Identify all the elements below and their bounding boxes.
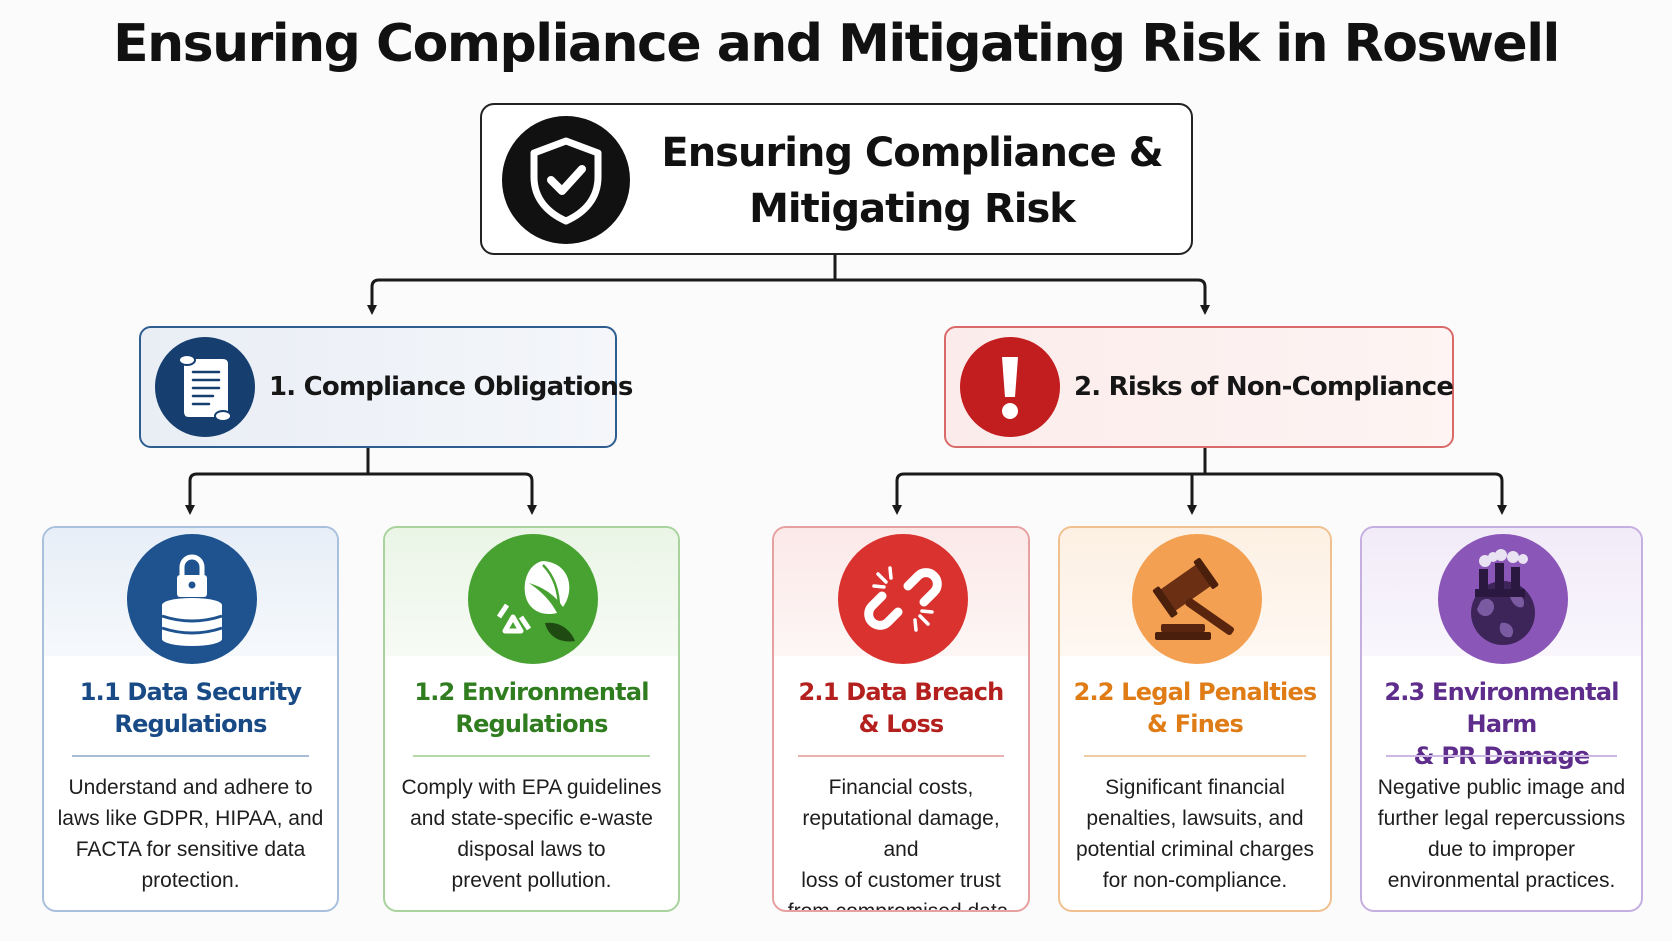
card-title: 2.1 Data Breach & Loss	[798, 678, 1005, 738]
category-label: 2. Risks of Non-Compliance	[1074, 372, 1454, 402]
category-risks-of-non-compliance: 2. Risks of Non-Compliance	[944, 326, 1454, 448]
root-node: Ensuring Compliance & Mitigating Risk	[480, 103, 1193, 255]
card-title: 1.1 Data Security Regulations	[79, 678, 302, 738]
card-environmental-regulations: 1.2 Environmental Regulations Comply wit…	[383, 526, 680, 912]
card-divider	[798, 755, 1004, 757]
category-label: 1. Compliance Obligations	[269, 372, 633, 402]
page-title: Ensuring Compliance and Mitigating Risk …	[113, 14, 1560, 74]
card-description: Understand and adhere to laws like GDPR,…	[57, 776, 324, 892]
card-description: Significant financial penalties, lawsuit…	[1075, 776, 1315, 892]
polluted-globe-icon	[1438, 534, 1568, 664]
risks-branch-connector	[895, 472, 1504, 508]
card-data-breach-loss: 2.1 Data Breach & Loss Financial costs, …	[772, 526, 1030, 912]
broken-chain-icon	[838, 534, 968, 664]
card-divider	[1084, 755, 1306, 757]
exclamation-icon	[960, 337, 1060, 437]
scroll-document-icon	[155, 337, 255, 437]
database-lock-icon	[127, 534, 257, 664]
root-title-text: Ensuring Compliance & Mitigating Risk	[661, 130, 1163, 232]
card-environmental-harm-pr-damage: 2.3 Environmental Harm & PR Damage Negat…	[1360, 526, 1643, 912]
card-legal-penalties-fines: 2.2 Legal Penalties & Fines Significant …	[1058, 526, 1332, 912]
card-title: 2.3 Environmental Harm & PR Damage	[1384, 678, 1619, 770]
category-compliance-obligations: 1. Compliance Obligations	[139, 326, 633, 448]
gavel-icon	[1132, 534, 1262, 664]
card-data-security-regulations: 1.1 Data Security Regulations Understand…	[42, 526, 339, 912]
root-branch-connector	[370, 278, 1207, 310]
card-description: Negative public image and further legal …	[1377, 776, 1626, 892]
shield-check-icon	[502, 116, 630, 244]
card-description: Comply with EPA guidelines and state-spe…	[401, 776, 662, 892]
card-description: Financial costs, reputational damage, an…	[787, 776, 1015, 912]
leaf-recycle-icon	[468, 534, 598, 664]
card-title: 1.2 Environmental Regulations	[414, 678, 649, 738]
card-title: 2.2 Legal Penalties & Fines	[1073, 678, 1318, 738]
card-divider	[413, 755, 650, 757]
card-divider	[1386, 755, 1617, 757]
compliance-branch-connector	[188, 472, 534, 508]
root-title: Ensuring Compliance & Mitigating Risk	[652, 125, 1172, 237]
card-divider	[72, 755, 309, 757]
